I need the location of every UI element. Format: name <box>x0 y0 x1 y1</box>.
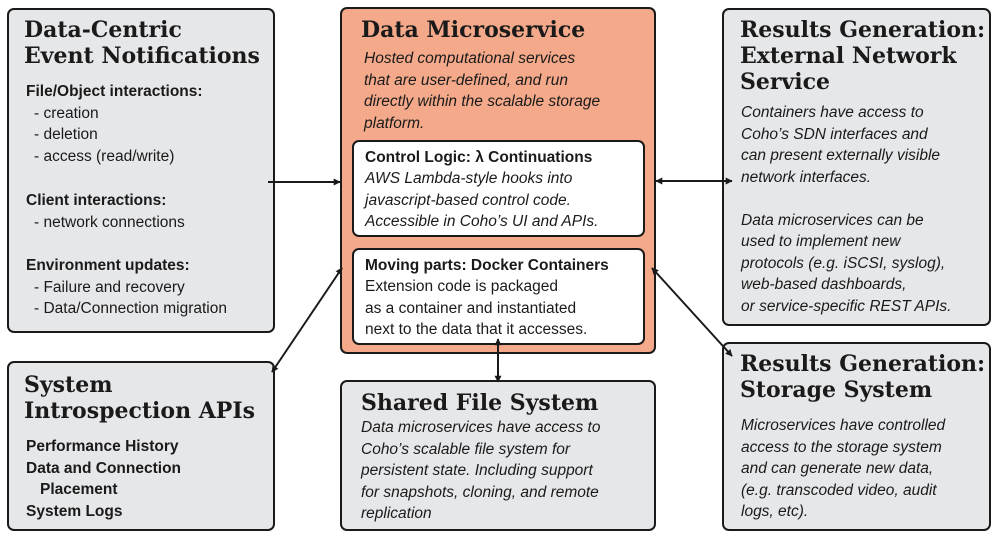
list-item: - Failure and recovery <box>34 278 185 296</box>
shared-fs-desc: Data microservices have access to Coho’s… <box>361 419 601 522</box>
introspection-title: System Introspection APIs <box>24 372 256 424</box>
moving-parts-heading: Moving parts: Docker Containers <box>365 257 609 274</box>
event-section-environment: Environment updates: - Failure and recov… <box>26 255 227 320</box>
storage-system-box: Results Generation: Storage System Micro… <box>722 342 991 531</box>
list-item: - deletion <box>34 126 98 143</box>
introspection-box: System Introspection APIs Performance Hi… <box>7 361 275 531</box>
control-logic-box: Control Logic: λ Continuations AWS Lambd… <box>352 140 645 237</box>
moving-parts-desc: Extension code is packaged as a containe… <box>365 278 588 338</box>
list-item: Data and Connection <box>26 459 182 477</box>
shared-fs-box: Shared File System Data microservices ha… <box>340 380 656 531</box>
shared-fs-title: Shared File System <box>361 390 599 416</box>
list-item: System Logs <box>26 502 123 520</box>
external-network-desc: Containers have access to Coho’s SDN int… <box>741 104 952 315</box>
list-item: - Data/Connection migration <box>34 300 227 317</box>
event-section-file: File/Object interactions: - creation - d… <box>26 81 203 167</box>
external-network-title: Results Generation: External Network Ser… <box>740 17 986 95</box>
external-network-box: Results Generation: External Network Ser… <box>722 8 991 326</box>
introspection-list: Performance History Data and Connection … <box>26 436 181 522</box>
moving-parts-box: Moving parts: Docker Containers Extensio… <box>352 248 645 345</box>
list-item: Placement <box>40 481 118 498</box>
list-item: - network connections <box>34 213 185 231</box>
arrow-introspection-microservice <box>271 267 343 373</box>
list-item: - access (read/write) <box>34 147 175 165</box>
arrow-microservice-storage-system <box>651 267 733 357</box>
list-item: - creation <box>34 104 99 122</box>
storage-system-title: Results Generation: Storage System <box>740 351 986 403</box>
control-logic-heading: Control Logic: λ Continuations <box>365 149 593 166</box>
event-notifications-title: Data-Centric Event Notifications <box>24 17 260 69</box>
microservice-title: Data Microservice <box>361 17 586 43</box>
control-logic-desc: AWS Lambda-style hooks into javascript-b… <box>365 170 599 230</box>
microservice-box: Data Microservice Hosted computational s… <box>340 7 656 354</box>
event-notifications-box: Data-Centric Event Notifications File/Ob… <box>7 8 275 333</box>
storage-system-desc: Microservices have controlled access to … <box>741 417 946 520</box>
list-item: Performance History <box>26 438 179 455</box>
microservice-desc: Hosted computational services that are u… <box>364 50 601 132</box>
event-section-client: Client interactions: - network connectio… <box>26 190 185 233</box>
